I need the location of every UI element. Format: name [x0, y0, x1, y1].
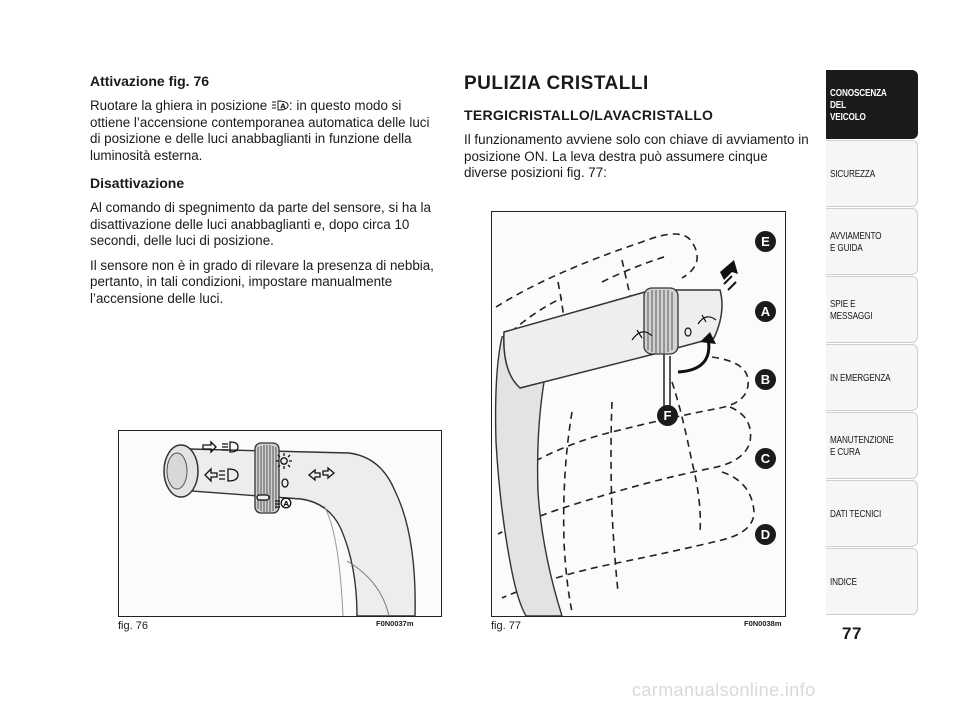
intro-paragraph: Il funzionamento avviene solo con chiave… — [464, 132, 809, 180]
tab-manutenzione-e-cura[interactable]: MANUTENZIONE E CURA — [826, 412, 918, 479]
tab-spie-e-messaggi[interactable]: SPIE E MESSAGGI — [826, 276, 918, 343]
position-letter-e: E — [755, 231, 776, 252]
tab-in-emergenza[interactable]: IN EMERGENZA — [826, 344, 918, 411]
left-column: Attivazione fig. 76 Ruotare la ghiera in… — [90, 72, 440, 315]
activation-text-after: : in questo modo si ottiene l’accensione… — [90, 98, 430, 163]
subsection-title: TERGICRISTALLO/LAVACRISTALLO — [464, 107, 714, 123]
tab-label: SPIE E MESSAGGI — [830, 297, 873, 322]
svg-text:A: A — [284, 500, 290, 508]
deactivation-heading: Disattivazione — [90, 175, 185, 191]
fig76-code: F0N0037m — [376, 619, 414, 628]
activation-text-before: Ruotare la ghiera in posizione — [90, 98, 268, 113]
right-column: PULIZIA CRISTALLI TERGICRISTALLO/LAVACRI… — [464, 72, 809, 190]
auto-headlight-icon: A — [271, 100, 289, 111]
activation-paragraph: Ruotare la ghiera in posizione A: in que… — [90, 98, 440, 164]
tab-label: DATI TECNICI — [830, 507, 882, 520]
fig76-label: fig. 76 — [118, 620, 148, 632]
tab-label: IN EMERGENZA — [830, 371, 891, 384]
activation-heading: Attivazione fig. 76 — [90, 73, 210, 89]
tab-label: MANUTENZIONE E CURA — [830, 433, 894, 458]
tab-indice[interactable]: INDICE — [826, 548, 918, 615]
tab-avviamento-e-guida[interactable]: AVVIAMENTO E GUIDA — [826, 208, 918, 275]
tab-label: CONOSCENZA DEL VEICOLO — [830, 86, 887, 123]
figure-77-wiper-stalk: E A B C D F — [491, 211, 786, 617]
position-letter-c: C — [755, 448, 776, 469]
position-letter-a: A — [755, 301, 776, 322]
sensor-note-paragraph: Il sensore non è in grado di rilevare la… — [90, 257, 434, 306]
wiper-stalk-illustration — [492, 212, 785, 616]
tab-dati-tecnici[interactable]: DATI TECNICI — [826, 480, 918, 547]
light-stalk-illustration: A — [119, 431, 441, 616]
tab-label: INDICE — [830, 575, 857, 588]
tab-label: SICUREZZA — [830, 167, 876, 180]
position-letter-b: B — [755, 369, 776, 390]
position-letter-d: D — [755, 524, 776, 545]
chapter-sidebar: CONOSCENZA DEL VEICOLO SICUREZZA AVVIAME… — [826, 70, 918, 616]
fig77-label: fig. 77 — [491, 620, 521, 632]
figure-76-light-stalk: A — [118, 430, 442, 617]
svg-text:A: A — [280, 103, 286, 111]
deactivation-paragraph: Al comando di spegnimento da parte del s… — [90, 200, 431, 248]
tab-conoscenza-del-veicolo[interactable]: CONOSCENZA DEL VEICOLO — [826, 70, 918, 139]
tab-label: AVVIAMENTO E GUIDA — [830, 229, 882, 254]
section-title: PULIZIA CRISTALLI — [464, 73, 649, 94]
page-number: 77 — [842, 624, 862, 643]
position-letter-f: F — [657, 405, 678, 426]
fig77-code: F0N0038m — [744, 619, 782, 628]
watermark: carmanualsonline.info — [632, 680, 816, 700]
tab-sicurezza[interactable]: SICUREZZA — [826, 140, 918, 207]
